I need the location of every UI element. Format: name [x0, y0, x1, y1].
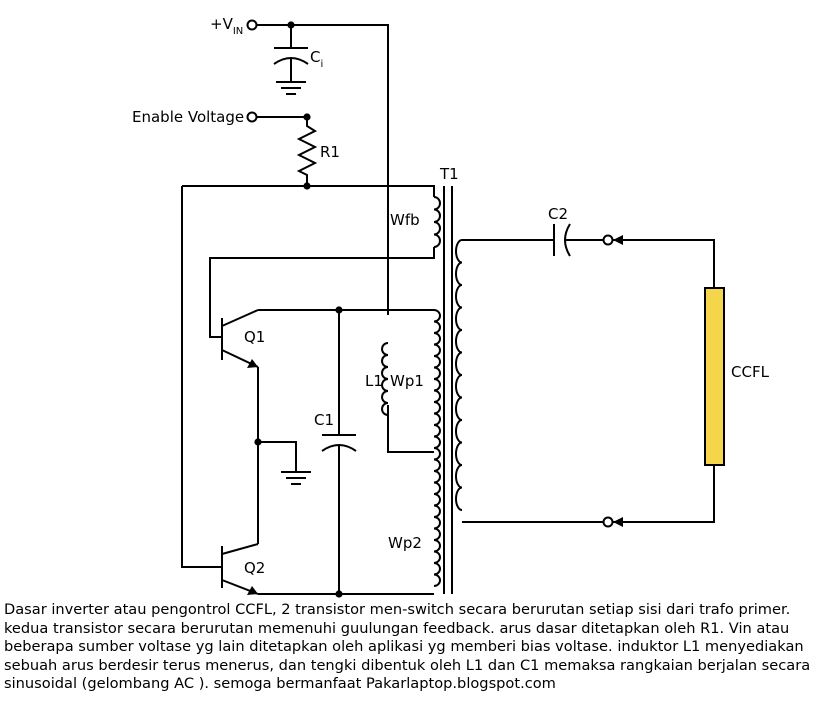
transistor-q1: Q1 — [221, 309, 265, 368]
q1-emitter-arrow-icon — [247, 359, 258, 368]
q2-emitter-arrow-icon — [247, 586, 258, 595]
ground-icon — [281, 471, 311, 485]
l1-label: L1 — [365, 372, 383, 390]
l1-coil — [381, 342, 389, 416]
vin-supply: +VIN — [210, 15, 389, 315]
vin-terminal — [246, 19, 258, 31]
lamp-bottom-wire — [612, 465, 715, 523]
lamp-top-arrow-icon — [613, 235, 623, 245]
enable-terminal — [246, 111, 258, 123]
q1-collector — [221, 309, 259, 327]
ccfl-label: CCFL — [731, 363, 770, 381]
secondary-winding — [455, 239, 463, 511]
lamp-terminal-top — [602, 234, 614, 246]
enable-voltage-label: Enable Voltage — [132, 108, 244, 126]
wp1-label: Wp1 — [390, 372, 424, 390]
r1-bottom-bus — [182, 185, 435, 197]
ccfl-inverter-schematic: +VIN Ci Enable Voltage R1 T1 Wfb Wp1 Wp2 — [132, 15, 770, 598]
q1-label: Q1 — [244, 328, 265, 346]
ground-lead — [258, 441, 297, 472]
wfb-winding — [433, 196, 441, 248]
r1-label: R1 — [320, 143, 340, 161]
t1-label: T1 — [439, 165, 459, 183]
secondary-circuit: C2 CCFL — [462, 205, 770, 528]
centre-tap-wire — [387, 415, 434, 453]
wp2-label: Wp2 — [388, 534, 422, 552]
transistor-q2: Q2 — [221, 543, 265, 595]
primary-winding — [433, 309, 441, 587]
resistor-r1: R1 — [296, 117, 340, 186]
transformer-t1: T1 Wfb Wp1 Wp2 — [388, 165, 463, 594]
r1-junction-dot — [303, 182, 311, 190]
t1-core — [443, 186, 453, 594]
capacitor-ci: Ci — [273, 25, 323, 95]
emitter-node — [254, 367, 311, 544]
q1-base-wire — [209, 247, 435, 338]
caption-text: Dasar inverter atau pengontrol CCFL, 2 t… — [4, 601, 811, 693]
c2-label: C2 — [548, 205, 568, 223]
base-drive-wiring — [181, 182, 435, 568]
wfb-label: Wfb — [390, 211, 420, 229]
vin-rail-wire — [256, 24, 389, 315]
q2-collector — [221, 543, 259, 555]
ci-label: Ci — [310, 48, 323, 70]
q2-label: Q2 — [244, 559, 265, 577]
c1-label: C1 — [314, 411, 334, 429]
capacitor-c1: C1 — [314, 310, 357, 594]
lamp-top-wire — [612, 239, 715, 288]
primary-wiring — [258, 306, 434, 598]
ground-icon — [276, 81, 306, 95]
ccfl-lamp — [704, 287, 725, 466]
lamp-bottom-arrow-icon — [613, 517, 623, 527]
q2-base-wire — [181, 186, 222, 568]
r1-zigzag — [296, 117, 318, 186]
vin-label: +VIN — [210, 15, 243, 37]
inductor-l1: L1 — [365, 342, 389, 416]
lamp-terminal-bottom — [602, 516, 614, 528]
enable-voltage-input: Enable Voltage — [132, 108, 311, 126]
